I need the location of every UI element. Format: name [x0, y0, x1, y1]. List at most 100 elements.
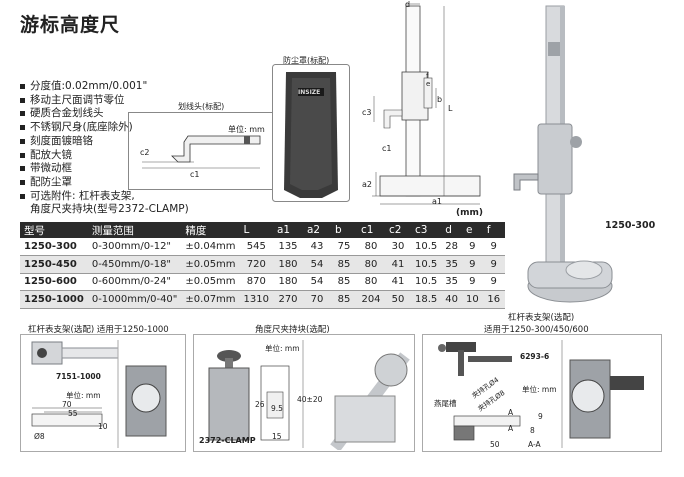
table-row: 1250-1000 0-1000mm/0-40" ±0.07mm 1310 27… — [20, 290, 505, 309]
table-cell: 9 — [462, 273, 483, 291]
table-cell: 1250-450 — [20, 255, 88, 274]
scriber-unit: 单位: mm — [228, 125, 265, 134]
table-cell: 85 — [331, 273, 357, 291]
table-row: 1250-450 0-450mm/0-18" ±0.05mm 720 180 5… — [20, 255, 505, 274]
dust-cover-label: 防尘罩(标配) — [283, 56, 330, 65]
table-cell: ±0.05mm — [181, 255, 240, 274]
dim-c1-main: c1 — [382, 144, 392, 153]
table-cell: 85 — [331, 255, 357, 274]
height-gauge-photo — [513, 5, 613, 303]
col-header: a2 — [303, 222, 331, 238]
col-header: 精度 — [181, 222, 240, 238]
col-header: e — [462, 222, 483, 238]
accessory2-drawing — [208, 340, 410, 450]
table-cell: 270 — [273, 290, 303, 309]
accessory1-unit: 单位: mm — [66, 391, 101, 400]
table-cell: 18.5 — [411, 290, 442, 309]
feature-item: 可选附件: 杠杆表支架, — [20, 190, 189, 204]
col-header: L — [239, 222, 273, 238]
dim-a1: a1 — [432, 197, 442, 206]
col-header: a1 — [273, 222, 303, 238]
table-cell: 75 — [331, 238, 357, 256]
feature-item: 角度尺夹持块(型号2372-CLAMP) — [30, 203, 189, 216]
table-cell: ±0.04mm — [181, 238, 240, 256]
table-cell: 54 — [303, 273, 331, 291]
col-header: b — [331, 222, 357, 238]
accessory3-dim-9: 9 — [538, 412, 543, 421]
feature-item: 移动主尺面调节零位 — [20, 94, 189, 108]
accessory3-dim-8: 8 — [530, 426, 535, 435]
accessory3-unit: 单位: mm — [522, 385, 557, 394]
table-cell: 35 — [441, 255, 462, 274]
table-cell: 0-600mm/0-24" — [87, 273, 182, 291]
table-cell: 720 — [239, 255, 273, 274]
table-cell: 9 — [482, 238, 505, 256]
table-cell: 16 — [482, 290, 505, 309]
dim-c3: c3 — [362, 108, 372, 117]
table-cell: 9 — [482, 273, 505, 291]
col-header: c2 — [385, 222, 411, 238]
accessory2-model: 2372-CLAMP — [199, 436, 256, 445]
accessory2-dim-40: 40±20 — [297, 395, 323, 404]
accessory2-dim-9-5: 9.5 — [271, 404, 283, 413]
table-cell: 41 — [385, 255, 411, 274]
feature-item: 刻度面镀暗铬 — [20, 135, 189, 149]
col-header: 型号 — [20, 222, 88, 238]
accessory1-panel — [20, 334, 186, 452]
accessory3-caption-1: 杠杆表支架(选配) — [508, 313, 575, 323]
table-cell: 40 — [441, 290, 462, 309]
table-cell: 545 — [239, 238, 273, 256]
accessory2-panel — [193, 334, 415, 452]
table-cell: 70 — [303, 290, 331, 309]
accessory1-dim-8: Ø8 — [34, 432, 45, 441]
accessory1-model: 7151-1000 — [56, 372, 101, 381]
dim-e: e — [426, 80, 431, 88]
dim-c2: c2 — [140, 148, 150, 157]
table-cell: 180 — [273, 255, 303, 274]
table-cell: 9 — [462, 238, 483, 256]
dim-c1: c1 — [190, 170, 200, 179]
table-cell: 1250-600 — [20, 273, 88, 291]
table-cell: 0-1000mm/0-40" — [87, 290, 182, 309]
dim-b: b — [437, 95, 443, 104]
accessory3-dim-50: 50 — [490, 440, 500, 449]
accessory1-drawing — [31, 340, 167, 448]
table-cell: 1310 — [239, 290, 273, 309]
table-cell: 0-300mm/0-12" — [87, 238, 182, 256]
feature-item: 硬质合金划线头 — [20, 107, 189, 121]
table-row: 1250-300 0-300mm/0-12" ±0.04mm 545 135 4… — [20, 238, 505, 256]
accessory2-caption: 角度尺夹持块(选配) — [255, 325, 330, 335]
spec-table: 型号 测量范围 精度 L a1 a2 b c1 c2 c3 d e f 1250… — [20, 222, 505, 309]
table-cell: 41 — [385, 273, 411, 291]
unit-mm: (mm) — [456, 208, 483, 218]
col-header: f — [482, 222, 505, 238]
table-cell: 204 — [357, 290, 385, 309]
table-cell: 10.5 — [411, 255, 442, 274]
scriber-label: 划线头(标配) — [178, 102, 225, 111]
accessory3-section: A-A — [528, 440, 541, 449]
main-model-label: 1250-300 — [605, 220, 656, 231]
accessory3-panel — [422, 334, 662, 452]
table-cell: 85 — [331, 290, 357, 309]
accessory3-a-bottom: A — [508, 424, 514, 433]
table-cell: 54 — [303, 255, 331, 274]
dim-L: L — [448, 104, 453, 113]
table-cell: 43 — [303, 238, 331, 256]
table-cell: 135 — [273, 238, 303, 256]
table-cell: 80 — [357, 255, 385, 274]
dim-d: d — [405, 0, 411, 9]
accessory3-model: 6293-6 — [520, 352, 550, 361]
table-header-row: 型号 测量范围 精度 L a1 a2 b c1 c2 c3 d e f — [20, 222, 505, 238]
table-cell: ±0.07mm — [181, 290, 240, 309]
feature-item: 分度值:0.02mm/0.001" — [20, 80, 189, 94]
accessory3-a-top: A — [508, 408, 514, 417]
accessory3-drawing — [438, 340, 644, 448]
accessory2-dim-15: 15 — [272, 432, 282, 441]
table-row: 1250-600 0-600mm/0-24" ±0.05mm 870 180 5… — [20, 273, 505, 291]
accessory1-dim-10: 10 — [98, 422, 108, 431]
feature-list: 分度值:0.02mm/0.001" 移动主尺面调节零位 硬质合金划线头 不锈钢尺… — [20, 80, 189, 217]
feature-item: 配防尘罩 — [20, 176, 189, 190]
page-title: 游标高度尺 — [20, 14, 121, 36]
table-cell: 80 — [357, 238, 385, 256]
table-cell: 180 — [273, 273, 303, 291]
